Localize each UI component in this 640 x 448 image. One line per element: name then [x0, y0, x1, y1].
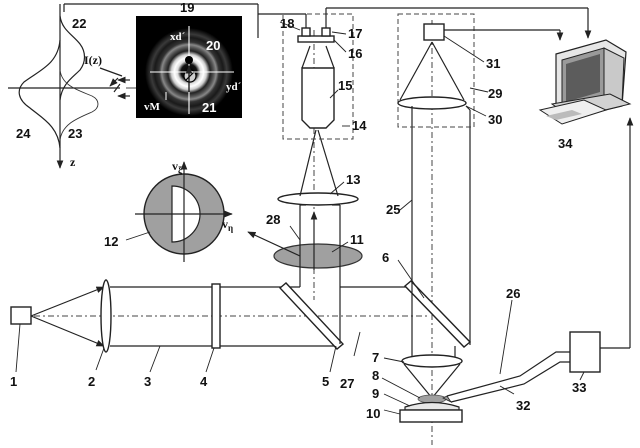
sensor-18: [301, 27, 311, 37]
label-28: 28: [266, 212, 280, 227]
label-22: 22: [72, 16, 86, 31]
label-v-eta: vη: [222, 217, 233, 233]
label-20: 20: [206, 38, 220, 53]
lens-30: [397, 96, 467, 110]
label-34: 34: [558, 136, 573, 151]
label-13: 13: [346, 172, 360, 187]
label-18: 18: [280, 16, 294, 31]
divergent-beam: [30, 286, 105, 347]
label-2: 2: [88, 374, 95, 389]
label-24: 24: [16, 126, 31, 141]
label-iz: I(z): [84, 53, 102, 67]
image-panel-19: [136, 16, 242, 118]
label-vm: vM: [144, 101, 161, 113]
label-12: 12: [104, 234, 118, 249]
element-4: [211, 283, 221, 349]
pupil-diagram-12: [135, 161, 233, 262]
label-6: 6: [382, 250, 389, 265]
focus-cone: [403, 363, 461, 399]
objective-15: [301, 67, 335, 129]
beam-28-arrow: [247, 231, 301, 257]
label-29: 29: [488, 86, 502, 101]
collimated-beam-3: [110, 286, 412, 347]
sample-spot-8: [417, 394, 447, 404]
sensor-17: [321, 27, 331, 37]
label-19: 19: [180, 0, 194, 15]
label-3: 3: [144, 374, 151, 389]
box-29: [397, 13, 475, 128]
box-14: [282, 13, 354, 140]
intensity-profile: [8, 3, 259, 169]
label-4: 4: [200, 374, 208, 389]
label-z: z: [70, 155, 76, 169]
signal-wires: [257, 7, 592, 41]
unit-33: [569, 331, 601, 373]
label-yd: yd´: [226, 81, 242, 93]
lens-13: [277, 192, 359, 206]
label-32: 32: [516, 398, 530, 413]
label-7: 7: [372, 350, 379, 365]
probe-arm-26-32: [442, 351, 570, 404]
label-14: 14: [352, 118, 367, 133]
label-30: 30: [488, 112, 502, 127]
label-v-xi: vξ: [172, 159, 182, 175]
element-11: [273, 243, 363, 269]
label-8: 8: [372, 368, 379, 383]
label-9: 9: [372, 386, 379, 401]
stage-10: [399, 409, 463, 423]
sample-9: [404, 401, 460, 411]
label-17: 17: [348, 26, 362, 41]
collimating-lens-2: [100, 279, 112, 353]
label-11: 11: [350, 232, 364, 247]
label-15: 15: [338, 78, 352, 93]
feedback-line-33-34: [600, 117, 634, 349]
label-27: 27: [340, 376, 354, 391]
laser-source-1: [10, 306, 32, 325]
leader-lines: [15, 21, 585, 415]
detector-31: [423, 23, 445, 41]
label-33: 33: [572, 380, 586, 395]
main-vertical-beam: [411, 110, 471, 360]
label-23: 23: [68, 126, 82, 141]
computer-34: [538, 39, 632, 125]
converging-beam: [299, 129, 339, 197]
label-16: 16: [348, 46, 362, 61]
beam-splitter-6: [403, 280, 472, 348]
label-5: 5: [322, 374, 329, 389]
label-1: 1: [10, 374, 17, 389]
label-31: 31: [486, 56, 500, 71]
objective-lens-7: [401, 354, 463, 368]
beam-splitter-5: [278, 282, 345, 350]
label-10: 10: [366, 406, 380, 421]
label-21: 21: [202, 100, 216, 115]
label-26: 26: [506, 286, 520, 301]
label-xd: xd´: [170, 31, 186, 43]
label-25: 25: [386, 202, 400, 217]
sensor-16: [297, 35, 335, 43]
